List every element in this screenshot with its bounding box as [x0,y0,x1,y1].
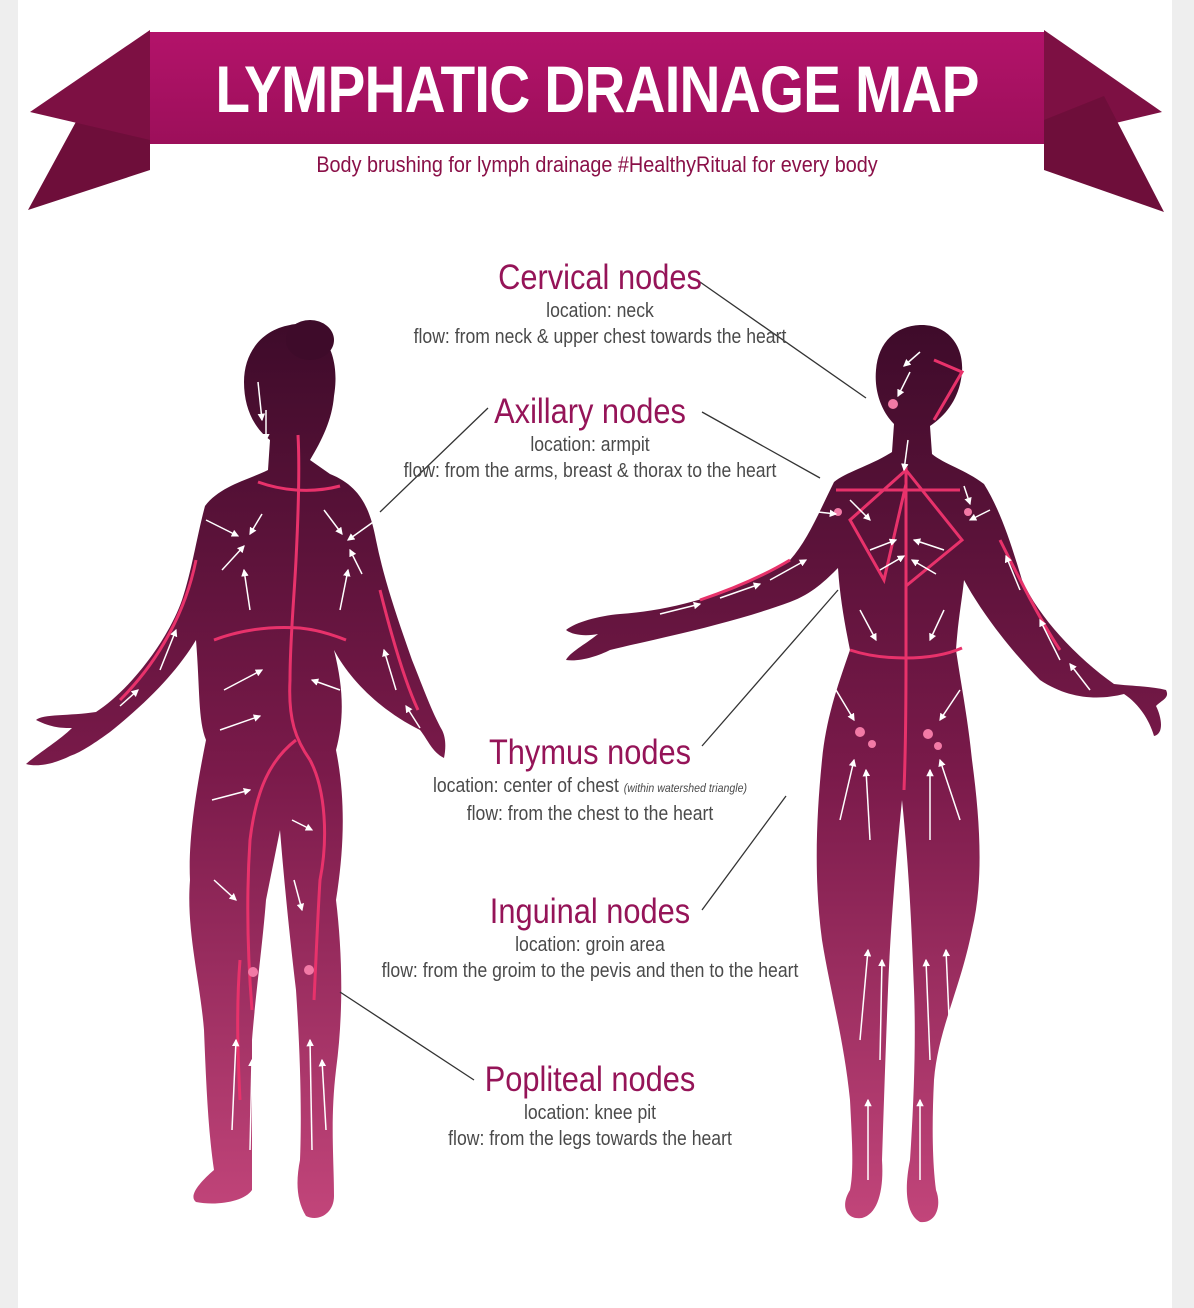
node-location: location: knee pit [523,1102,657,1124]
node-flow: flow: from the legs towards the heart [448,1128,732,1150]
body-front-figure [566,324,1168,1223]
title-banner [28,30,1164,212]
body-back-figure [26,320,446,1218]
node-location-note: (within watershed triangle) [623,781,748,795]
banner-tail-right [1044,96,1164,212]
node-flow: flow: from the groim to the pevis and th… [381,960,799,982]
node-location: location: neck [546,300,654,322]
node-flow: flow: from neck & upper chest towards th… [413,326,787,348]
axillary-nodes-label: Axillary nodes location: armpit flow: fr… [330,392,850,484]
node-location-text: location: center of chest [432,775,619,797]
node-location: location: armpit [530,434,650,456]
page-title: LYMPHATIC DRAINAGE MAP [215,52,979,126]
node-flow: flow: from the chest to the heart [466,803,714,825]
banner-main [150,32,1044,144]
node-location: location: center of chest (within waters… [379,773,801,801]
thymus-nodes-label: Thymus nodes location: center of chest (… [350,733,830,827]
banner-tail-left-top [30,30,150,140]
page-subtitle: Body brushing for lymph drainage #Health… [316,152,878,177]
node-name: Axillary nodes [494,392,686,431]
inguinal-nodes-label: Inguinal nodes location: groin area flow… [330,892,850,984]
leader-lines [339,281,867,1081]
cervical-nodes-label: Cervical nodes location: neck flow: from… [340,258,860,350]
node-name: Thymus nodes [488,733,692,772]
node-name: Popliteal nodes [484,1060,696,1099]
node-name: Cervical nodes [498,258,702,297]
node-name: Inguinal nodes [489,892,691,931]
node-location: location: groin area [515,934,665,956]
popliteal-nodes-label: Popliteal nodes location: knee pit flow:… [330,1060,850,1152]
node-flow: flow: from the arms, breast & thorax to … [403,460,777,482]
